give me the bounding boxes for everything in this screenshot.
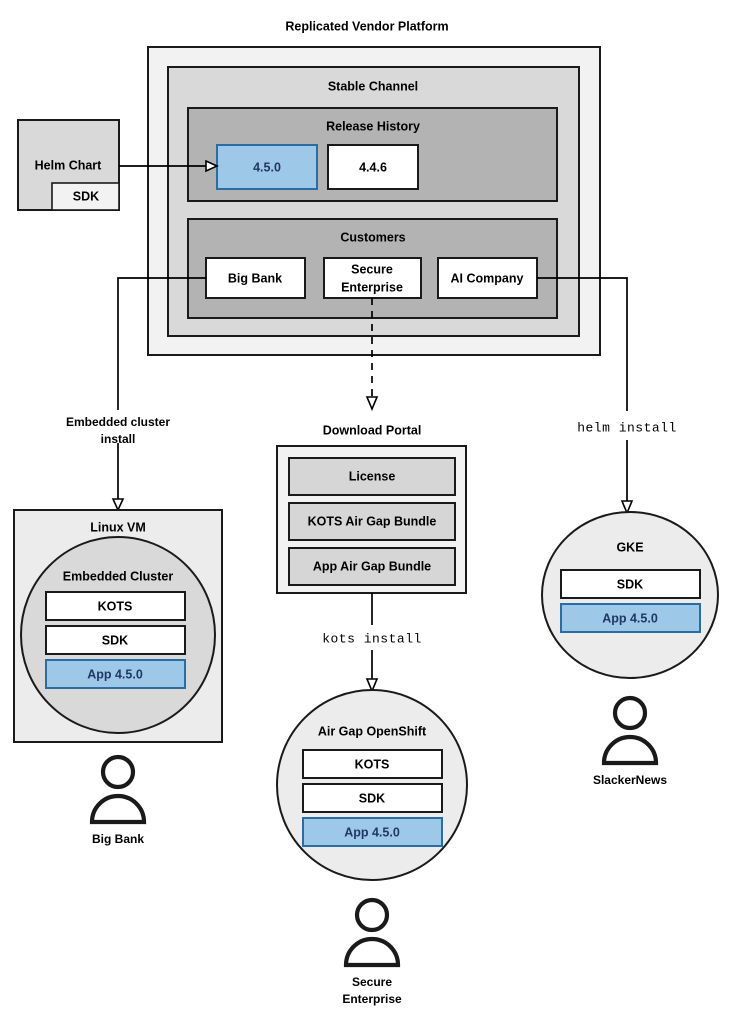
linux-vm-component-app[interactable]: [45, 659, 186, 689]
customer-box-big-bank[interactable]: [205, 257, 306, 299]
actor-label-slackernews: SlackerNews: [593, 773, 667, 787]
download-artifact-license-label: License: [349, 469, 396, 483]
release-version-4-5-0: 4.5.0: [253, 160, 281, 174]
linux-vm-component-app-label: App 4.5.0: [87, 667, 143, 681]
release-version-4-4-6: 4.4.6: [359, 160, 387, 174]
connector-label-embedded-cluster-install-line1: Embedded cluster: [66, 415, 170, 429]
release-box-4-4-6[interactable]: [327, 144, 419, 190]
connector-helm-install: [537, 277, 634, 516]
customer-box-ai-company[interactable]: [437, 257, 538, 299]
helm-chart-sdk-label: SDK: [73, 189, 99, 203]
person-head-icon: [612, 695, 648, 731]
connector-label-embedded-cluster-install-line2: install: [101, 432, 136, 446]
target-gke: GKE SDK App 4.5.0: [541, 511, 719, 679]
customer-label-secure-enterprise-line1: Secure: [351, 262, 393, 276]
customer-label-ai-company: AI Company: [451, 271, 524, 285]
person-body-icon: [601, 734, 659, 766]
air-gap-openshift-component-app[interactable]: [302, 817, 443, 847]
download-artifact-app-air-gap-bundle-label: App Air Gap Bundle: [313, 559, 431, 573]
download-artifact-kots-air-gap-bundle[interactable]: [288, 502, 456, 541]
connector-download-portal-link: [365, 298, 379, 412]
connector-label-helm-install: helm install: [577, 420, 677, 435]
linux-vm-component-sdk[interactable]: [45, 625, 186, 655]
linux-vm-component-sdk-label: SDK: [102, 633, 128, 647]
linux-vm-component-kots-label: KOTS: [98, 599, 133, 613]
customers-label: Customers: [340, 230, 405, 244]
stable-channel-label: Stable Channel: [328, 79, 418, 93]
air-gap-openshift-component-kots[interactable]: [302, 749, 443, 779]
actor-label-big-bank: Big Bank: [92, 832, 144, 846]
actor-big-bank: Big Bank: [89, 754, 147, 846]
gke-component-app[interactable]: [560, 603, 701, 633]
person-head-icon: [100, 754, 136, 790]
helm-chart-label: Helm Chart: [35, 158, 103, 172]
page-title: Replicated Vendor Platform: [285, 19, 448, 33]
connector-helm-chart-to-release: [119, 159, 219, 173]
actor-label-secure-enterprise-line2: Enterprise: [342, 992, 402, 1006]
air-gap-openshift-component-sdk-label: SDK: [359, 791, 385, 805]
release-history-label: Release History: [326, 119, 420, 133]
customer-box-secure-enterprise[interactable]: [323, 257, 422, 299]
air-gap-openshift-label: Air Gap OpenShift: [318, 724, 427, 738]
target-linux-vm: Linux VM Embedded Cluster KOTS SDK App 4…: [13, 509, 223, 743]
helm-chart-sdk-box[interactable]: [51, 182, 120, 211]
actor-slackernews: SlackerNews: [593, 695, 667, 787]
gke-label: GKE: [616, 540, 643, 554]
person-body-icon: [343, 936, 401, 968]
customer-label-big-bank: Big Bank: [228, 271, 282, 285]
release-box-4-5-0[interactable]: [216, 144, 318, 190]
linux-vm-component-kots[interactable]: [45, 591, 186, 621]
person-head-icon: [354, 897, 390, 933]
download-artifact-kots-air-gap-bundle-label: KOTS Air Gap Bundle: [308, 514, 437, 528]
person-body-icon: [89, 793, 147, 825]
actor-label-secure-enterprise-line1: Secure: [352, 975, 392, 989]
gke-component-app-label: App 4.5.0: [602, 611, 658, 625]
gke-component-sdk-label: SDK: [617, 577, 643, 591]
air-gap-openshift-component-kots-label: KOTS: [355, 757, 390, 771]
connector-label-kots-install: kots install: [322, 631, 422, 646]
connector-embedded-cluster-install: [111, 277, 206, 512]
gke-component-sdk[interactable]: [560, 569, 701, 599]
download-portal-title: Download Portal: [323, 423, 422, 437]
connector-kots-install: [365, 593, 379, 694]
download-artifact-license[interactable]: [288, 457, 456, 496]
linux-vm-label: Linux VM: [90, 520, 146, 534]
air-gap-openshift-component-sdk[interactable]: [302, 783, 443, 813]
download-artifact-app-air-gap-bundle[interactable]: [288, 547, 456, 586]
customer-label-secure-enterprise-line2: Enterprise: [341, 280, 403, 294]
embedded-cluster-label: Embedded Cluster: [63, 569, 174, 583]
actor-secure-enterprise: Secure Enterprise: [342, 897, 402, 1006]
air-gap-openshift-component-app-label: App 4.5.0: [344, 825, 400, 839]
target-air-gap-openshift: Air Gap OpenShift KOTS SDK App 4.5.0: [276, 689, 468, 881]
